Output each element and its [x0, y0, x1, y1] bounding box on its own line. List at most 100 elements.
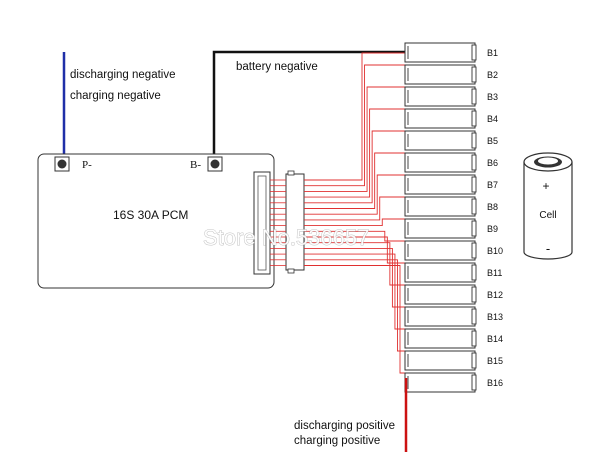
- cell-tag: B11: [487, 268, 502, 278]
- cell-tag: B10: [487, 246, 503, 256]
- battery-cell: B2: [404, 64, 498, 85]
- cell-body: [404, 174, 476, 195]
- cell-tag: B14: [487, 334, 503, 344]
- charging-positive-label: charging positive: [294, 435, 380, 447]
- battery-cell: B4: [404, 108, 498, 129]
- battery-cell: B9: [404, 218, 498, 239]
- cell-tag: B3: [487, 92, 498, 102]
- cell-tag: B1: [487, 48, 498, 58]
- balance-plug: [285, 173, 305, 271]
- cell-cap: [471, 330, 477, 347]
- cell-plus-label: +: [542, 179, 549, 193]
- board-label: 16S 30A PCM: [113, 208, 188, 222]
- cell-tag: B12: [487, 290, 503, 300]
- cell-cap: [471, 66, 477, 83]
- cell-label: Cell: [539, 210, 556, 221]
- charging-negative-label: charging negative: [70, 90, 161, 102]
- cell-tag: B8: [487, 202, 498, 212]
- balance-wire: [304, 108, 405, 198]
- cell-body: [404, 306, 476, 327]
- cell-body: [404, 108, 476, 129]
- p-minus-label: P-: [82, 159, 92, 171]
- battery-cell: B3: [404, 86, 498, 107]
- battery-cell: B5: [404, 130, 498, 151]
- cell-cap: [471, 44, 477, 61]
- battery-cell: B10: [404, 240, 503, 261]
- cell-tag: B5: [487, 136, 498, 146]
- cell-tag: B13: [487, 312, 503, 322]
- battery-cell: B14: [404, 328, 503, 349]
- cell-cap: [471, 264, 477, 281]
- balance-wire: [304, 230, 405, 242]
- cell-cap: [471, 154, 477, 171]
- pcm-board: [37, 153, 275, 289]
- cell-body: [404, 328, 476, 349]
- cell-body: [404, 42, 476, 63]
- battery-cell: B11: [404, 262, 502, 283]
- cell-body: [404, 350, 476, 371]
- cell-body: [404, 196, 476, 217]
- balance-wire: [304, 259, 405, 352]
- cell-tag: B6: [487, 158, 498, 168]
- balance-wire: [304, 196, 405, 221]
- cell-cap: [471, 308, 477, 325]
- balance-wire: [304, 247, 405, 308]
- cell-body: [404, 130, 476, 151]
- balance-wire: [304, 86, 405, 192]
- cell-cap: [471, 220, 477, 237]
- watermark-text: Store No.536657: [203, 225, 369, 250]
- balance-wire: [304, 52, 405, 181]
- b-minus-terminal-screw: [210, 159, 220, 169]
- cell-tag: B7: [487, 180, 498, 190]
- p-minus-terminal-screw: [57, 159, 67, 169]
- cell-cap: [471, 88, 477, 105]
- cell-illustration: + Cell -: [523, 152, 573, 260]
- cell-cap: [471, 198, 477, 215]
- battery-cell: B8: [404, 196, 498, 217]
- battery-cell: B6: [404, 152, 498, 173]
- cell-body: [404, 218, 476, 239]
- battery-cell: B7: [404, 174, 498, 195]
- balance-wire: [304, 152, 405, 209]
- battery-cell: B15: [404, 350, 503, 371]
- cell-body: [404, 240, 476, 261]
- balance-wire: [304, 64, 405, 187]
- balance-wire: [304, 174, 405, 215]
- cell-cap: [471, 176, 477, 193]
- discharging-positive-label: discharging positive: [294, 420, 395, 432]
- cell-body: [404, 64, 476, 85]
- cell-tag: B2: [487, 70, 498, 80]
- balance-wires: [270, 52, 405, 374]
- cell-cap: [471, 286, 477, 303]
- cell-body: [404, 152, 476, 173]
- cell-minus-label: -: [546, 241, 550, 256]
- discharging-negative-label: discharging negative: [70, 69, 176, 81]
- cell-body: [404, 86, 476, 107]
- cell-tag: B16: [487, 378, 503, 388]
- cell-cap: [471, 374, 477, 391]
- balance-wire: [304, 218, 405, 227]
- battery-cell: B12: [404, 284, 503, 305]
- cell-tag: B9: [487, 224, 498, 234]
- cell-cap: [471, 132, 477, 149]
- battery-cell: B13: [404, 306, 503, 327]
- cell-body: [404, 262, 476, 283]
- balance-wire: [304, 236, 405, 264]
- cell-cap: [471, 352, 477, 369]
- battery-cell: B1: [404, 42, 498, 63]
- balance-wire: [304, 265, 405, 374]
- cell-tag: B4: [487, 114, 498, 124]
- battery-negative-label: battery negative: [236, 61, 318, 73]
- battery-cell: B16: [404, 372, 503, 393]
- cell-cap: [471, 242, 477, 259]
- cell-body: [404, 372, 476, 393]
- cell-body: [404, 284, 476, 305]
- battery-negative-wire: [212, 50, 406, 158]
- cell-tag: B15: [487, 356, 503, 366]
- cell-cap: [471, 110, 477, 127]
- b-minus-label: B-: [190, 159, 201, 171]
- balance-wire: [304, 130, 405, 204]
